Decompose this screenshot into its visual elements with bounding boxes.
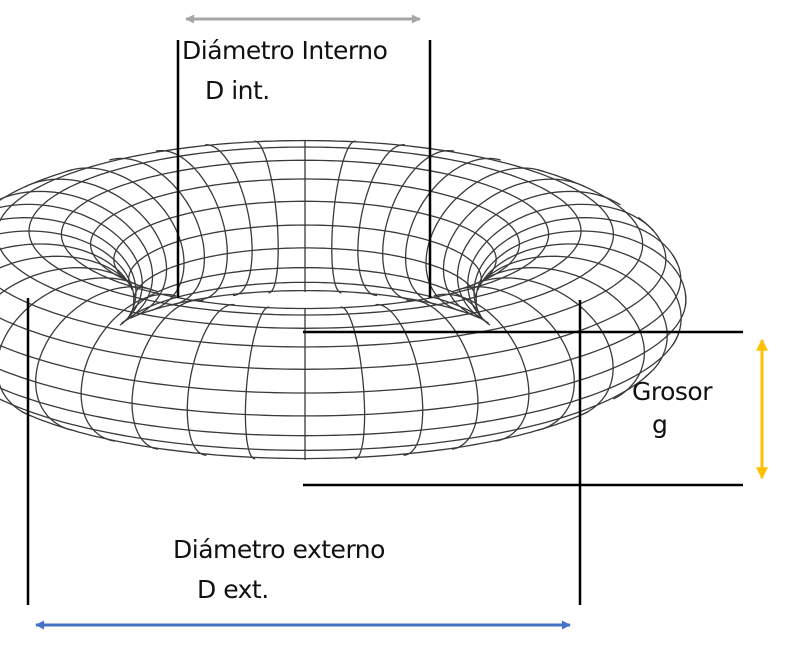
- thickness-label: Grosor: [632, 377, 713, 406]
- external-diameter-symbol: D ext.: [197, 575, 269, 604]
- external-diameter-label: Diámetro externo: [173, 535, 385, 564]
- internal-diameter-symbol: D int.: [205, 76, 270, 105]
- thickness-symbol: g: [652, 410, 668, 439]
- torus-wireframe: [0, 139, 687, 460]
- dimension-lines: [26, 40, 743, 605]
- internal-diameter-label: Diámetro Interno: [182, 36, 388, 65]
